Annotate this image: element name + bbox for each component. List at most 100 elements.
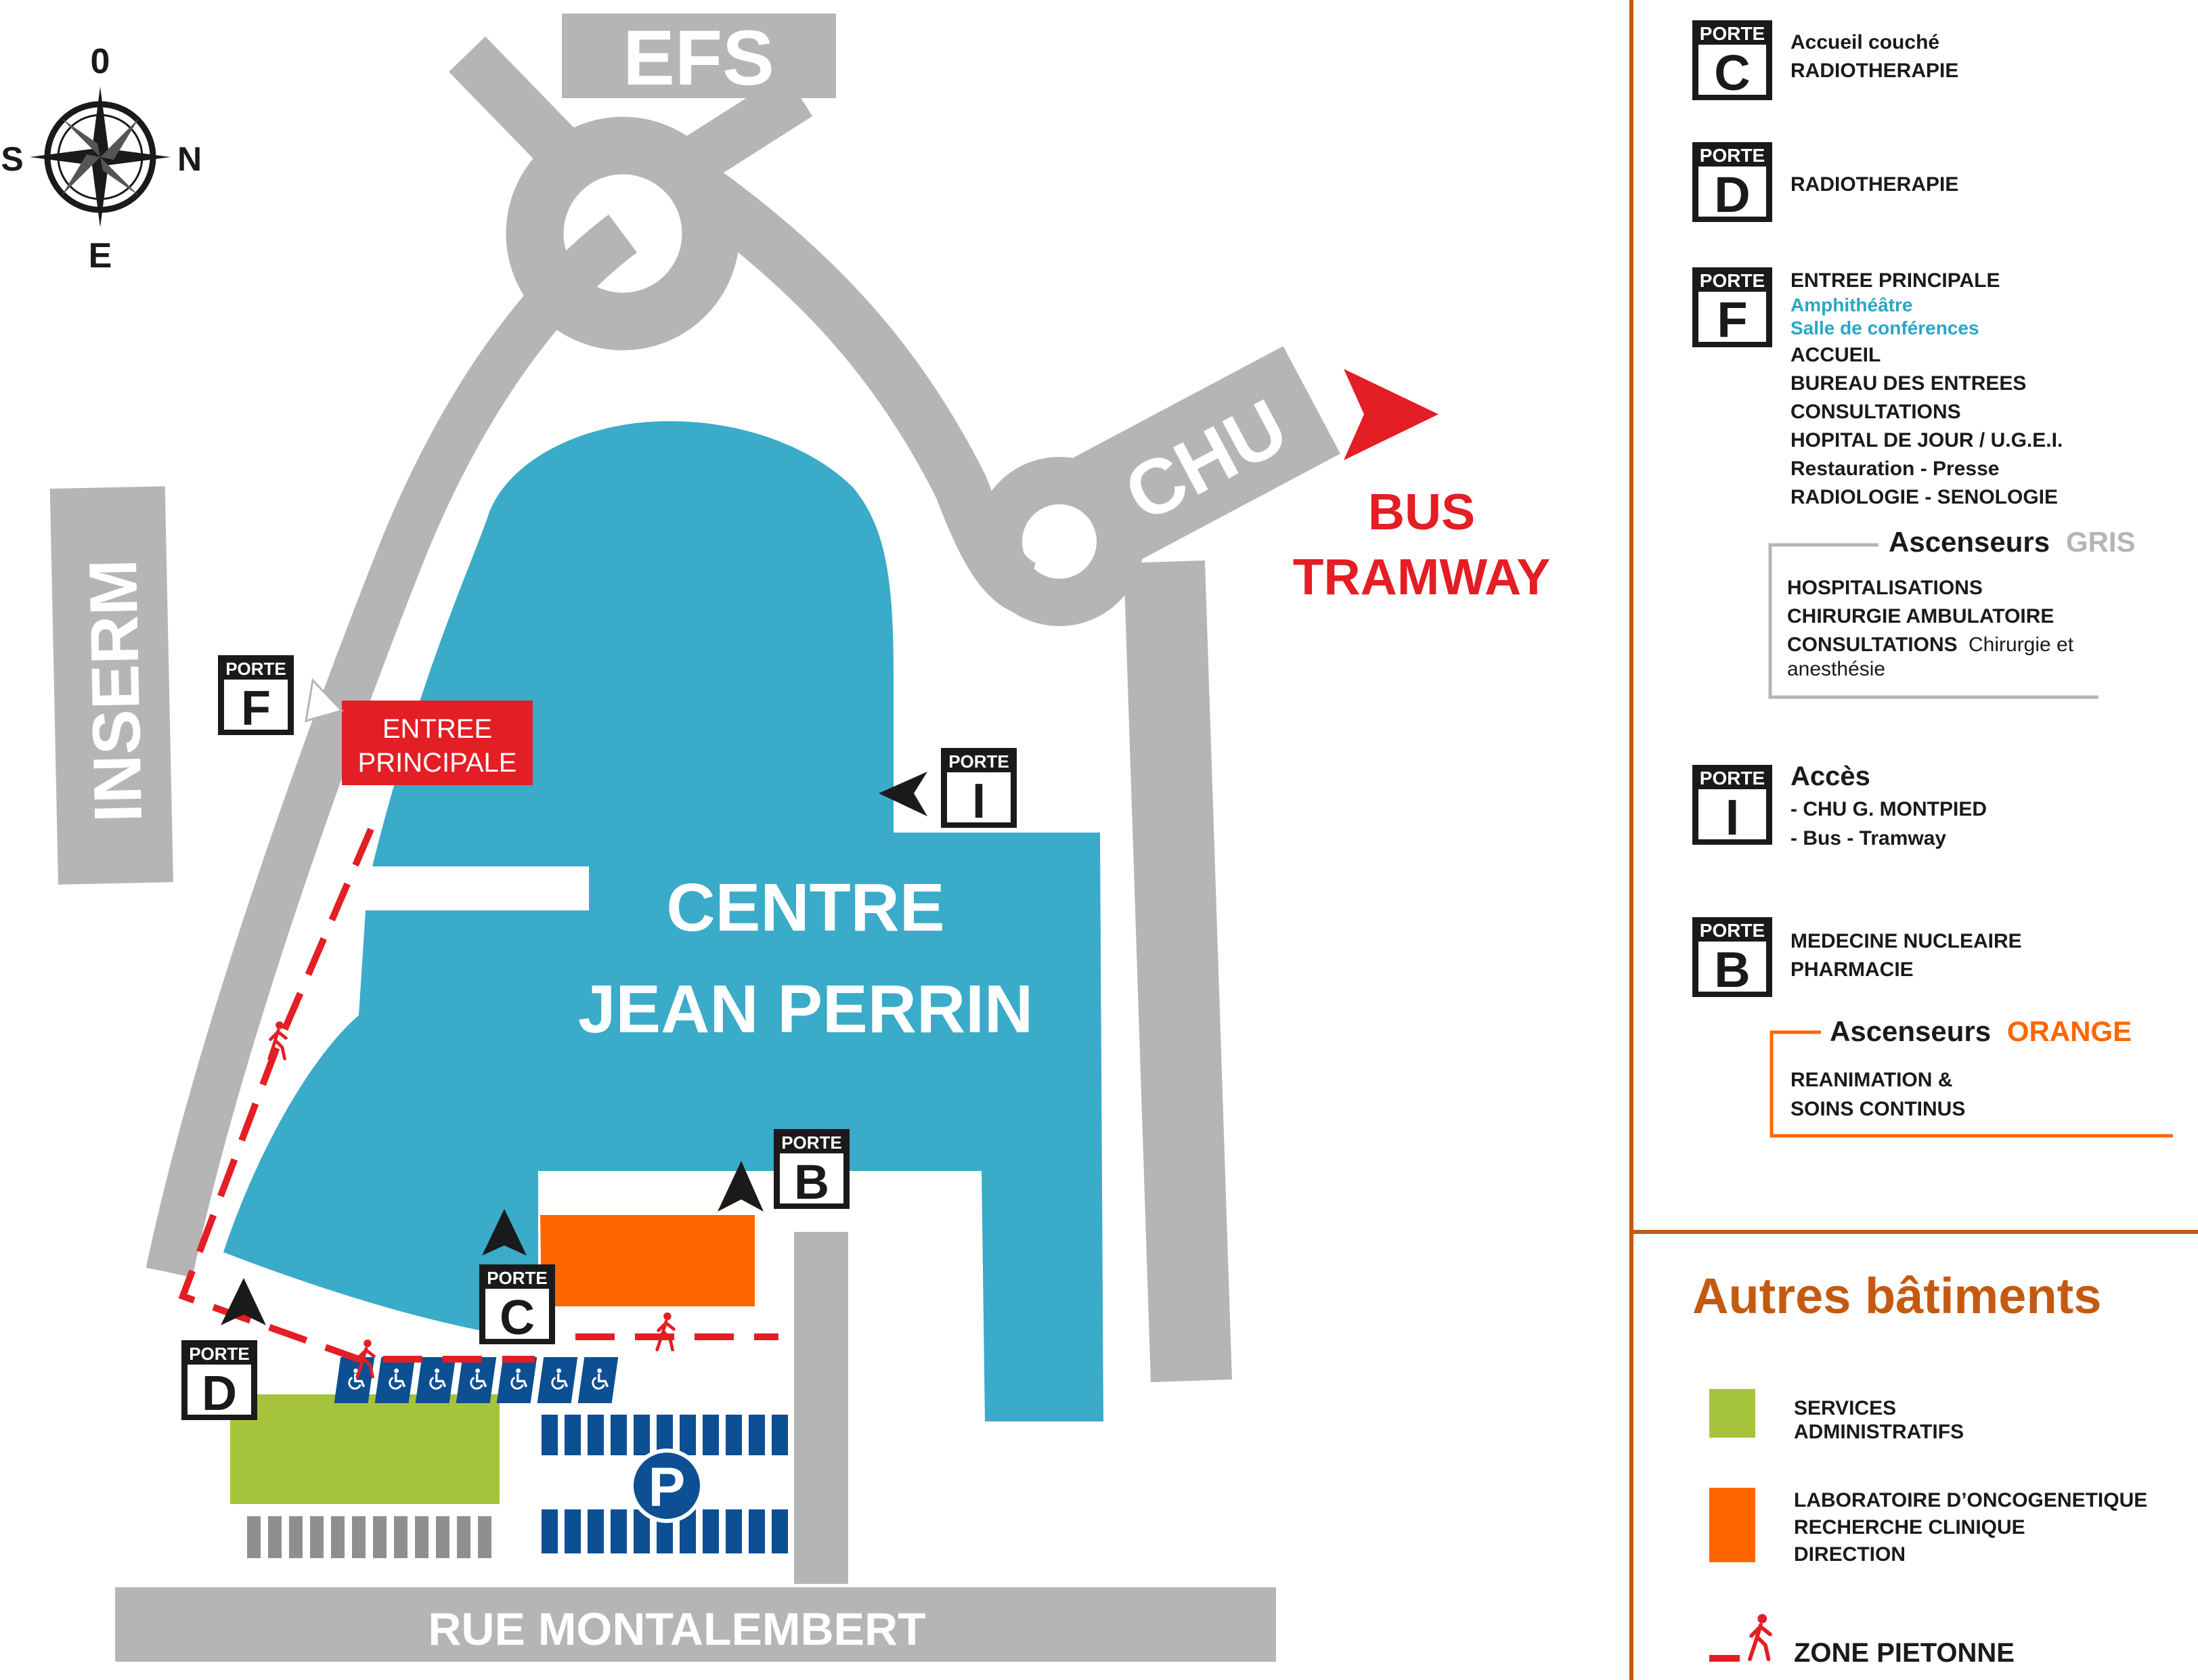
legend-i-line2: - Bus - Tramway bbox=[1790, 827, 1946, 849]
door-i-arrow-icon bbox=[879, 772, 927, 816]
svg-text:F: F bbox=[241, 682, 271, 736]
roads bbox=[146, 36, 1232, 1584]
legend-labo-line2: RECHERCHE CLINIQUE bbox=[1794, 1516, 2025, 1539]
parking-label: P bbox=[649, 1457, 686, 1518]
legend-door-f: PORTE F bbox=[1692, 267, 1772, 348]
legend-f-blue1: Amphithéâtre bbox=[1790, 294, 1912, 315]
chu-road: CHU bbox=[1068, 346, 1341, 569]
legend-f-line5: Restauration - Presse bbox=[1790, 458, 1999, 480]
legend-b-line2: PHARMACIE bbox=[1790, 958, 1914, 981]
svg-text:PORTE: PORTE bbox=[781, 1132, 842, 1153]
legend-f-line2: BUREAU DES ENTREES bbox=[1790, 372, 2026, 395]
compass-east: E bbox=[89, 236, 112, 275]
legend-f-line1: ACCUEIL bbox=[1790, 344, 1881, 366]
autres-title: Autres bâtiments bbox=[1692, 1268, 2101, 1324]
legend-f-blue2: Salle de conférences bbox=[1790, 317, 1979, 338]
svg-text:D: D bbox=[202, 1367, 237, 1421]
svg-text:PORTE: PORTE bbox=[1700, 920, 1765, 941]
svg-text:PORTE: PORTE bbox=[1700, 23, 1765, 44]
map-door-i: PORTE I bbox=[941, 748, 1017, 828]
orange-line1: REANIMATION & bbox=[1790, 1069, 1952, 1091]
orange-title: Ascenseurs ORANGE bbox=[1830, 1015, 2132, 1047]
efs-block bbox=[562, 14, 836, 98]
svg-text:PORTE: PORTE bbox=[1700, 145, 1765, 166]
legend-i-line1: - CHU G. MONTPIED bbox=[1790, 798, 1987, 820]
legend-f-line3: CONSULTATIONS bbox=[1790, 401, 1961, 423]
svg-text:D: D bbox=[1714, 167, 1750, 223]
main-entrance-line1: ENTREE bbox=[382, 714, 492, 744]
bus-arrow-icon bbox=[1344, 369, 1438, 460]
building-name-line2: JEAN PERRIN bbox=[578, 971, 1033, 1047]
door-b-arrow-icon bbox=[718, 1161, 764, 1212]
efs-label: EFS bbox=[623, 15, 774, 102]
bus-label: BUS bbox=[1368, 483, 1475, 540]
tramway-label: TRAMWAY bbox=[1293, 548, 1551, 605]
svg-text:F: F bbox=[1717, 292, 1747, 348]
legend-b-line1: MEDECINE NUCLEAIRE bbox=[1790, 930, 2022, 952]
rue-montalembert-road bbox=[115, 1587, 1276, 1662]
pedestrian-path bbox=[178, 828, 778, 1363]
legend-door-d: PORTE D bbox=[1692, 142, 1772, 223]
legend-door-i: PORTE I bbox=[1692, 765, 1772, 845]
svg-text:B: B bbox=[1714, 942, 1750, 998]
svg-text:I: I bbox=[972, 774, 986, 828]
legend-pieton-label: ZONE PIETONNE bbox=[1794, 1638, 2015, 1668]
grey-parking-stalls bbox=[247, 1516, 491, 1558]
legend-admin-line1: SERVICES bbox=[1794, 1397, 1896, 1419]
gris-line4: anesthésie bbox=[1787, 658, 1885, 680]
entrance-arrow-icon bbox=[305, 678, 344, 723]
inserm-block: INSERM bbox=[49, 486, 173, 885]
legend-labo-line1: LABORATOIRE D’ONCOGENETIQUE bbox=[1794, 1489, 2147, 1511]
rue-montalembert-label: RUE MONTALEMBERT bbox=[428, 1604, 925, 1655]
gris-title: Ascenseurs GRIS bbox=[1889, 526, 2136, 558]
svg-text:PORTE: PORTE bbox=[225, 659, 286, 679]
legend-f-line4: HOPITAL DE JOUR / U.G.E.I. bbox=[1790, 429, 2063, 451]
building-name-line1: CENTRE bbox=[666, 870, 944, 946]
roundabout-north bbox=[506, 116, 740, 351]
legend-admin-line2: ADMINISTRATIFS bbox=[1794, 1421, 1964, 1443]
orange-color-word: ORANGE bbox=[2007, 1015, 2132, 1047]
main-entrance-line2: PRINCIPALE bbox=[358, 748, 517, 778]
orange-prefix: Ascenseurs bbox=[1830, 1015, 1991, 1047]
legend-i-title: Accès bbox=[1790, 761, 1870, 791]
gris-line3: CONSULTATIONS Chirurgie et bbox=[1787, 634, 2074, 656]
gris-line1: HOSPITALISATIONS bbox=[1787, 577, 1983, 599]
road-east-vertical bbox=[1124, 560, 1232, 1382]
svg-text:PORTE: PORTE bbox=[487, 1268, 548, 1288]
svg-text:PORTE: PORTE bbox=[189, 1344, 250, 1364]
door-c-arrow-icon bbox=[482, 1209, 527, 1256]
legend-walking-person-icon bbox=[1750, 1614, 1770, 1660]
map-door-c: PORTE C bbox=[479, 1264, 555, 1345]
map-door-d: PORTE D bbox=[181, 1340, 257, 1421]
gris-line2: CHIRURGIE AMBULATOIRE bbox=[1787, 605, 2054, 627]
parking-area: P bbox=[334, 1357, 788, 1553]
gris-consult-normal: Chirurgie et bbox=[1969, 634, 2074, 656]
compass-north: N bbox=[177, 140, 202, 178]
legend-d-line1: RADIOTHERAPIE bbox=[1790, 173, 1958, 196]
svg-text:C: C bbox=[1714, 45, 1750, 101]
map-door-f: PORTE F bbox=[218, 655, 294, 736]
gris-prefix: Ascenseurs bbox=[1889, 526, 2050, 558]
compass: 0 E S N bbox=[1, 42, 202, 275]
road-efs-left bbox=[449, 36, 600, 191]
building-administratif bbox=[230, 1394, 500, 1504]
road-efs-right bbox=[673, 73, 813, 187]
building-laboratoire bbox=[540, 1215, 755, 1306]
svg-text:I: I bbox=[1726, 789, 1740, 845]
svg-text:B: B bbox=[794, 1155, 829, 1210]
legend-door-b: PORTE B bbox=[1692, 917, 1772, 998]
legend-f-title: ENTREE PRINCIPALE bbox=[1790, 269, 2000, 292]
legend-green-swatch bbox=[1709, 1389, 1755, 1438]
legend-c-line1: Accueil couché bbox=[1790, 31, 1939, 53]
compass-west: 0 bbox=[91, 42, 110, 81]
legend-door-c: PORTE C bbox=[1692, 20, 1772, 101]
inserm-label: INSERM bbox=[75, 558, 156, 823]
parking-icon bbox=[630, 1449, 704, 1523]
orange-box bbox=[1770, 1030, 2173, 1138]
svg-text:PORTE: PORTE bbox=[948, 751, 1009, 772]
main-entrance-sign bbox=[342, 701, 533, 785]
door-d-arrow-icon bbox=[221, 1278, 266, 1325]
legend-f-line6: RADIOLOGIE - SENOLOGIE bbox=[1790, 486, 2058, 508]
legend-labo-line3: DIRECTION bbox=[1794, 1543, 1906, 1566]
